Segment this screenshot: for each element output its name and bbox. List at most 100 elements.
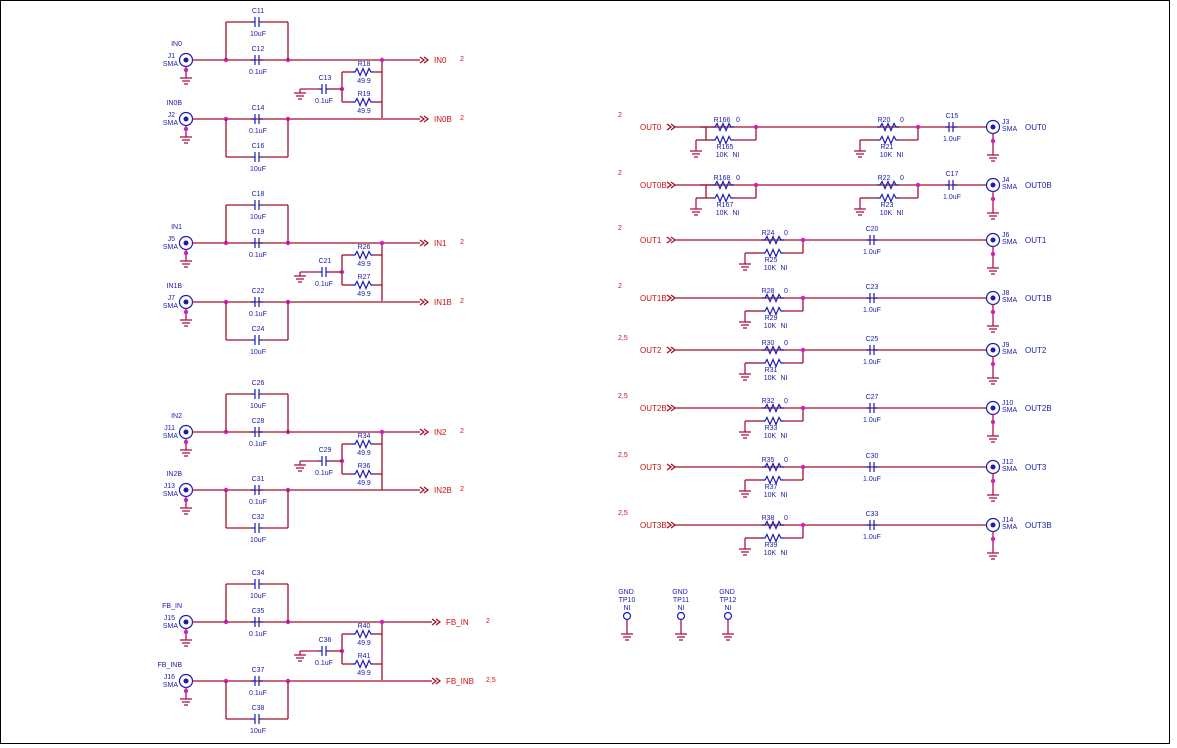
page-ref: 2,5 (618, 452, 628, 459)
ni-flag: NI (781, 265, 788, 272)
offpage-net-label: IN2B (434, 486, 452, 495)
resistor-ref: R27 (358, 274, 371, 281)
offpage-port (419, 298, 430, 306)
cap-value: 1.0uF (943, 194, 961, 201)
resistor-r2 (352, 658, 374, 670)
offpage-net-label: IN1 (434, 239, 447, 248)
connector-type: SMA (1002, 524, 1018, 531)
resistor-rb (712, 192, 734, 204)
cap-ref: C26 (252, 380, 265, 387)
resistor-value: 0 (784, 457, 788, 464)
cap-ref: C21 (319, 258, 332, 265)
ground-symbol (180, 695, 192, 706)
cap-value: 10uF (250, 31, 266, 38)
connector-net-label: OUT3 (1025, 463, 1047, 472)
junction-dot (183, 126, 189, 132)
cap-value: 1.0uF (863, 476, 881, 483)
ground-symbol (739, 260, 751, 271)
page-ref: 2,5 (618, 510, 628, 517)
cap-ref: C33 (866, 511, 879, 518)
junction-dot (183, 629, 189, 635)
junction-dot (990, 196, 996, 202)
cap-ref: C22 (252, 288, 265, 295)
resistor-ref: R19 (358, 91, 371, 98)
resistor-r1 (352, 249, 374, 261)
resistor-ref: R33 (765, 425, 778, 432)
connector-type: SMA (163, 61, 179, 68)
junction-dot (379, 429, 385, 435)
page-ref: 2 (460, 56, 464, 63)
resistor-value: 10K (716, 210, 729, 217)
connector-type: SMA (1002, 126, 1018, 133)
offpage-port (666, 181, 677, 189)
connector-net-label: IN1 (171, 224, 182, 231)
resistor-r1 (762, 461, 784, 473)
resistor-r1 (877, 179, 899, 191)
page-ref: 2 (618, 170, 622, 177)
connector-type: SMA (1002, 239, 1018, 246)
junction-dot (800, 464, 806, 470)
connector-net-label: OUT2B (1025, 404, 1052, 413)
junction-dot (183, 250, 189, 256)
page-ref: 2 (460, 298, 464, 305)
connector-net-label: IN2B (166, 471, 182, 478)
resistor-ref: R26 (358, 244, 371, 251)
testpoint-ref: TP11 (673, 597, 689, 604)
cap-value: 0.1uF (315, 98, 333, 105)
ground-symbol (180, 636, 192, 647)
cap-ref: C15 (946, 113, 959, 120)
junction-dot (183, 67, 189, 73)
sma-connector-pin (183, 116, 189, 122)
resistor-ref: R39 (765, 542, 778, 549)
resistor-value: 10K (716, 152, 729, 159)
cap-value: 0.1uF (249, 631, 267, 638)
resistor-ref: R20 (878, 117, 891, 124)
junction-dot (800, 347, 806, 353)
offpage-net-label: IN2 (434, 428, 447, 437)
cap-value: 0.1uF (249, 69, 267, 76)
resistor-ref: R37 (765, 484, 778, 491)
resistor-ref: R30 (762, 340, 775, 347)
cap-value: 10uF (250, 214, 266, 221)
resistor-value: 0 (736, 117, 740, 124)
sma-connector-pin (183, 487, 189, 493)
offpage-net-label: OUT2B (640, 404, 667, 413)
testpoint-net: GND (672, 589, 688, 596)
connector-ref: J7 (168, 295, 176, 302)
connector-net-label: OUT0 (1025, 123, 1047, 132)
cap-value: 0.1uF (249, 690, 267, 697)
cap-value: 0.1uF (249, 441, 267, 448)
cap-ref: C19 (252, 229, 265, 236)
junction-dot (183, 309, 189, 315)
resistor-value: 10K (764, 492, 777, 499)
resistor-r2 (352, 96, 374, 108)
offpage-port (666, 236, 677, 244)
connector-net-label: FB_INB (157, 662, 182, 669)
cap-ref: C25 (866, 336, 879, 343)
junction-dot (183, 439, 189, 445)
connector-type: SMA (1002, 407, 1018, 414)
offpage-net-label: FB_INB (446, 677, 474, 686)
connector-net-label: FB_IN (162, 603, 182, 610)
cap-ref: C29 (319, 447, 332, 454)
resistor-ref: R18 (358, 61, 371, 68)
connector-net-label: IN1B (166, 283, 182, 290)
ground-symbol (690, 205, 702, 216)
offpage-port (666, 404, 677, 412)
cap-ref: C24 (252, 326, 265, 333)
resistor-ref: R38 (762, 515, 775, 522)
offpage-net-label: IN1B (434, 298, 452, 307)
resistor-value: 10K (880, 210, 893, 217)
ni-flag: NI (897, 210, 904, 217)
testpoint-ref: TP12 (720, 597, 737, 604)
cap-ref: C38 (252, 705, 265, 712)
resistor-value: 0 (900, 117, 904, 124)
resistor-r1 (762, 292, 784, 304)
ground-symbol (987, 209, 999, 220)
